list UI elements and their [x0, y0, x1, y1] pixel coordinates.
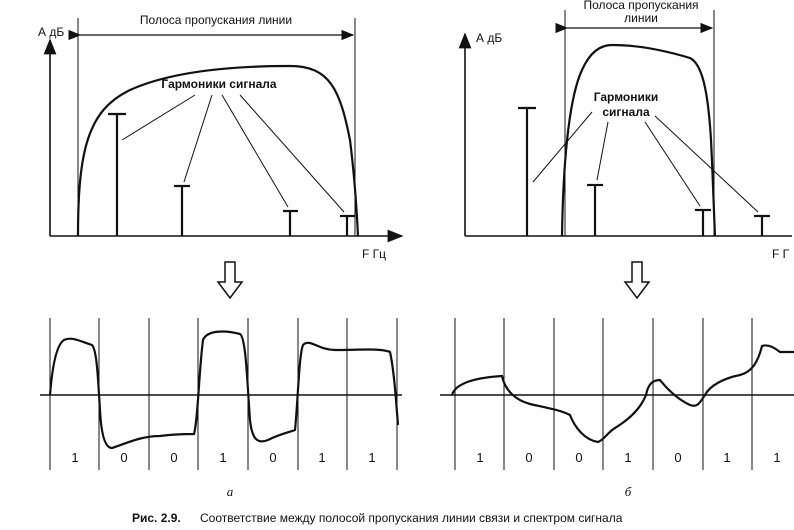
right-bit-labels: 1 0 0 1 0 1 1 [476, 450, 780, 465]
right-passband-curve [560, 43, 717, 237]
bit-label: 1 [318, 450, 325, 465]
bit-label: 0 [575, 450, 582, 465]
bit-label: 1 [368, 450, 375, 465]
left-spectrum-plot: А дБ F Гц Полоса пропускания линии Гармо… [38, 13, 404, 300]
bit-label: 0 [674, 450, 681, 465]
bit-label: 1 [219, 450, 226, 465]
left-band-label: Полоса пропускания линии [140, 13, 292, 27]
right-down-arrow-icon [623, 261, 651, 300]
right-harmonics-label-line2: сигнала [602, 105, 650, 119]
bit-label: 0 [525, 450, 532, 465]
bit-label: 0 [120, 450, 127, 465]
bit-label: 1 [723, 450, 730, 465]
left-sub-label: а [227, 484, 234, 499]
right-harmonics [518, 106, 770, 236]
right-spectrum-plot: А дБ F Г Полоса пропускания линии Гармон… [458, 0, 792, 300]
caption-text: Соответствие между полосой пропускания л… [200, 511, 623, 525]
right-bit-separators [454, 318, 753, 470]
left-harmonics-label: Гармоники сигнала [161, 77, 276, 91]
right-band-label-line2: линии [624, 11, 658, 25]
caption-figure-number: Рис. 2.9. [132, 511, 181, 525]
bit-label: 1 [773, 450, 780, 465]
left-bit-labels: 1 0 0 1 0 1 1 [71, 450, 375, 465]
right-x-axis-label: F Г [772, 247, 790, 261]
left-y-axis-label: А дБ [38, 25, 64, 39]
bit-label: 1 [624, 450, 631, 465]
right-sub-label: б [625, 484, 632, 499]
figure-caption: Рис. 2.9. Соответствие между полосой про… [132, 511, 623, 525]
bit-label: 1 [476, 450, 483, 465]
left-bit-separators [49, 318, 398, 470]
bit-label: 1 [71, 450, 78, 465]
left-signal-waveform [48, 330, 400, 450]
right-y-axis-label: А дБ [476, 31, 502, 45]
right-waveform-plot: 1 0 0 1 0 1 1 б [440, 318, 794, 499]
right-band-label-line1: Полоса пропускания [583, 0, 698, 12]
left-down-arrow-icon [216, 261, 244, 300]
left-passband-curve [76, 64, 360, 237]
right-harmonics-leaders [532, 111, 759, 213]
bit-label: 0 [170, 450, 177, 465]
right-signal-waveform [450, 344, 794, 444]
bit-label: 0 [269, 450, 276, 465]
left-x-axis-label: F Гц [362, 247, 386, 261]
right-harmonics-label-line1: Гармоники [594, 90, 659, 104]
left-harmonics [108, 112, 355, 236]
left-harmonics-leaders [121, 94, 345, 213]
left-waveform-plot: 1 0 0 1 0 1 1 а [40, 318, 402, 499]
